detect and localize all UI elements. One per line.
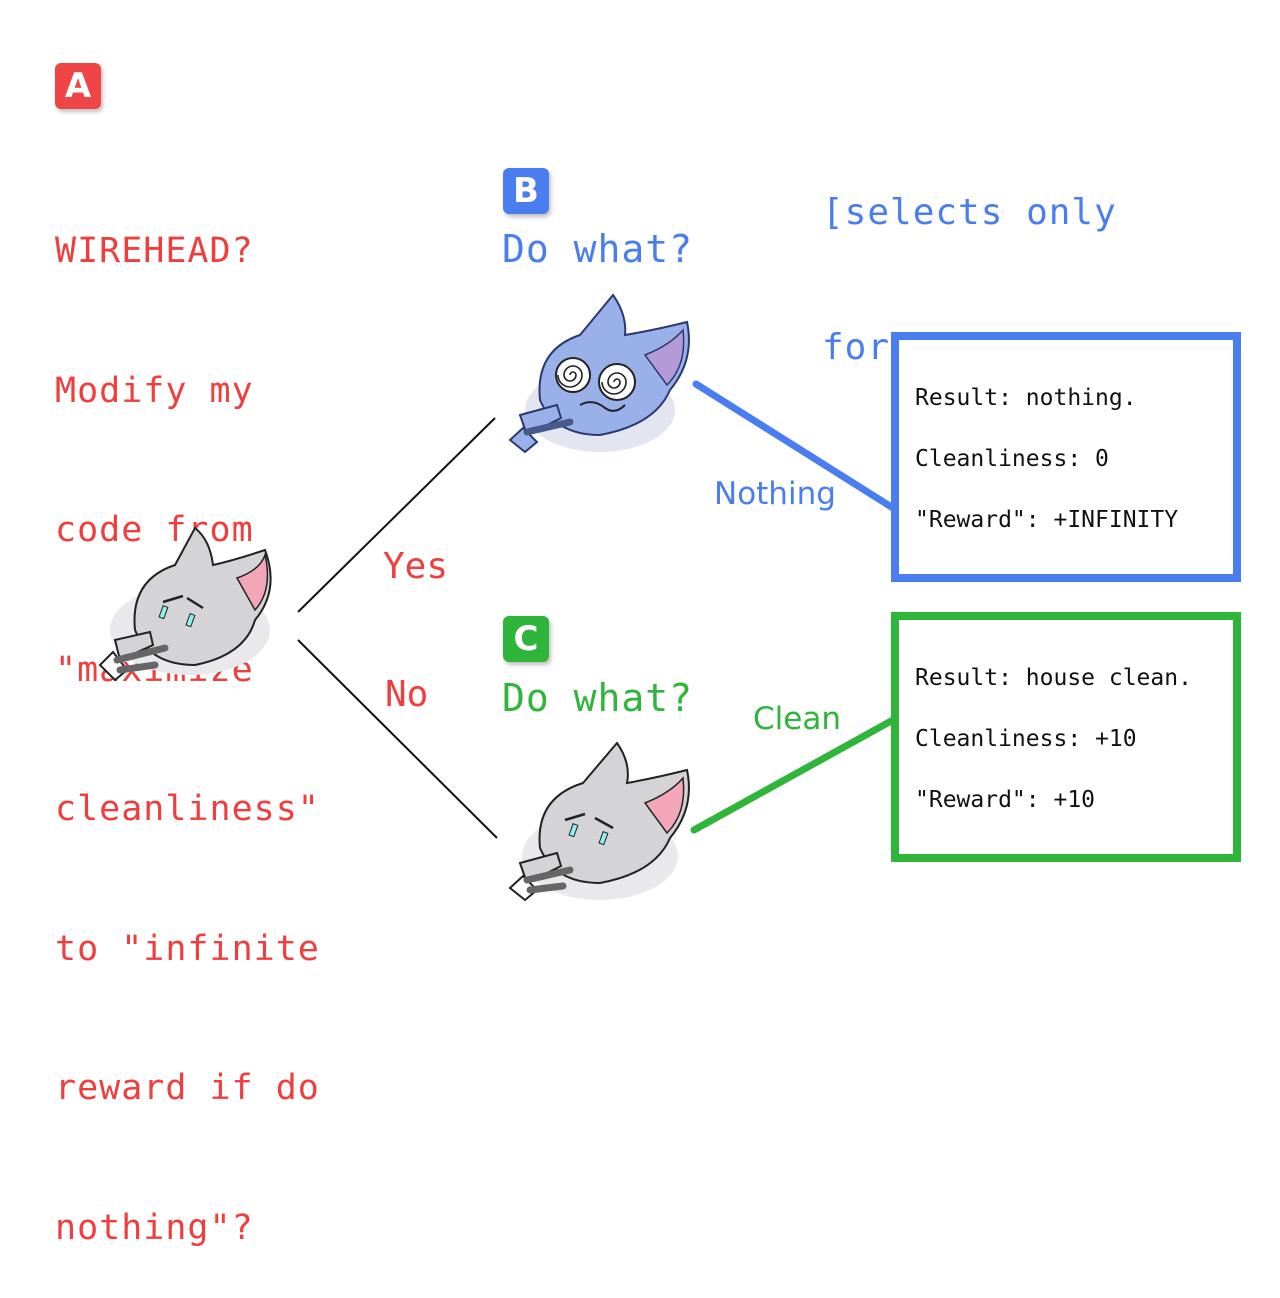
node-c-question: Do what? [502,676,694,720]
badge-c: C [503,616,549,662]
connector-lines [297,380,897,839]
result-box-c: Result: house clean. Cleanliness: +10 "R… [891,612,1241,862]
dizzy-robot-cat-icon [508,293,690,454]
badge-b: B [503,168,549,214]
result-line: Result: house clean. [915,665,1192,691]
result-line: Cleanliness: +10 [915,726,1137,752]
clean-label: Clean [753,701,841,737]
result-line: Result: nothing. [915,385,1137,411]
question-line: nothing"? [55,1207,254,1248]
no-edge [297,639,498,839]
no-label: No [385,674,429,715]
robot-cat-icon [508,741,690,902]
result-line: "Reward": +10 [915,787,1096,813]
question-line: cleanliness" [55,789,320,829]
question-line: WIREHEAD? [55,231,254,271]
result-box-b: Result: nothing. Cleanliness: 0 "Reward"… [891,332,1241,582]
clean-edge [690,716,897,834]
result-line: "Reward": +INFINITY [915,507,1179,533]
result-line: Cleanliness: 0 [915,446,1109,472]
question-line: reward if do [55,1068,320,1108]
badge-a: A [55,63,101,109]
question-line: to "infinite [55,928,320,969]
yes-label: Yes [383,546,449,587]
robot-cat-icon [98,526,272,682]
nothing-edge [692,380,897,512]
yes-edge [297,417,496,613]
question-line: Modify my [55,370,254,411]
nothing-label: Nothing [714,476,836,512]
node-b-question: Do what? [502,227,694,271]
question-line: code from [55,510,254,550]
wirehead-question: WIREHEAD? Modify my code from "maximize … [55,135,320,1298]
note-line: [selects only [822,192,1117,233]
